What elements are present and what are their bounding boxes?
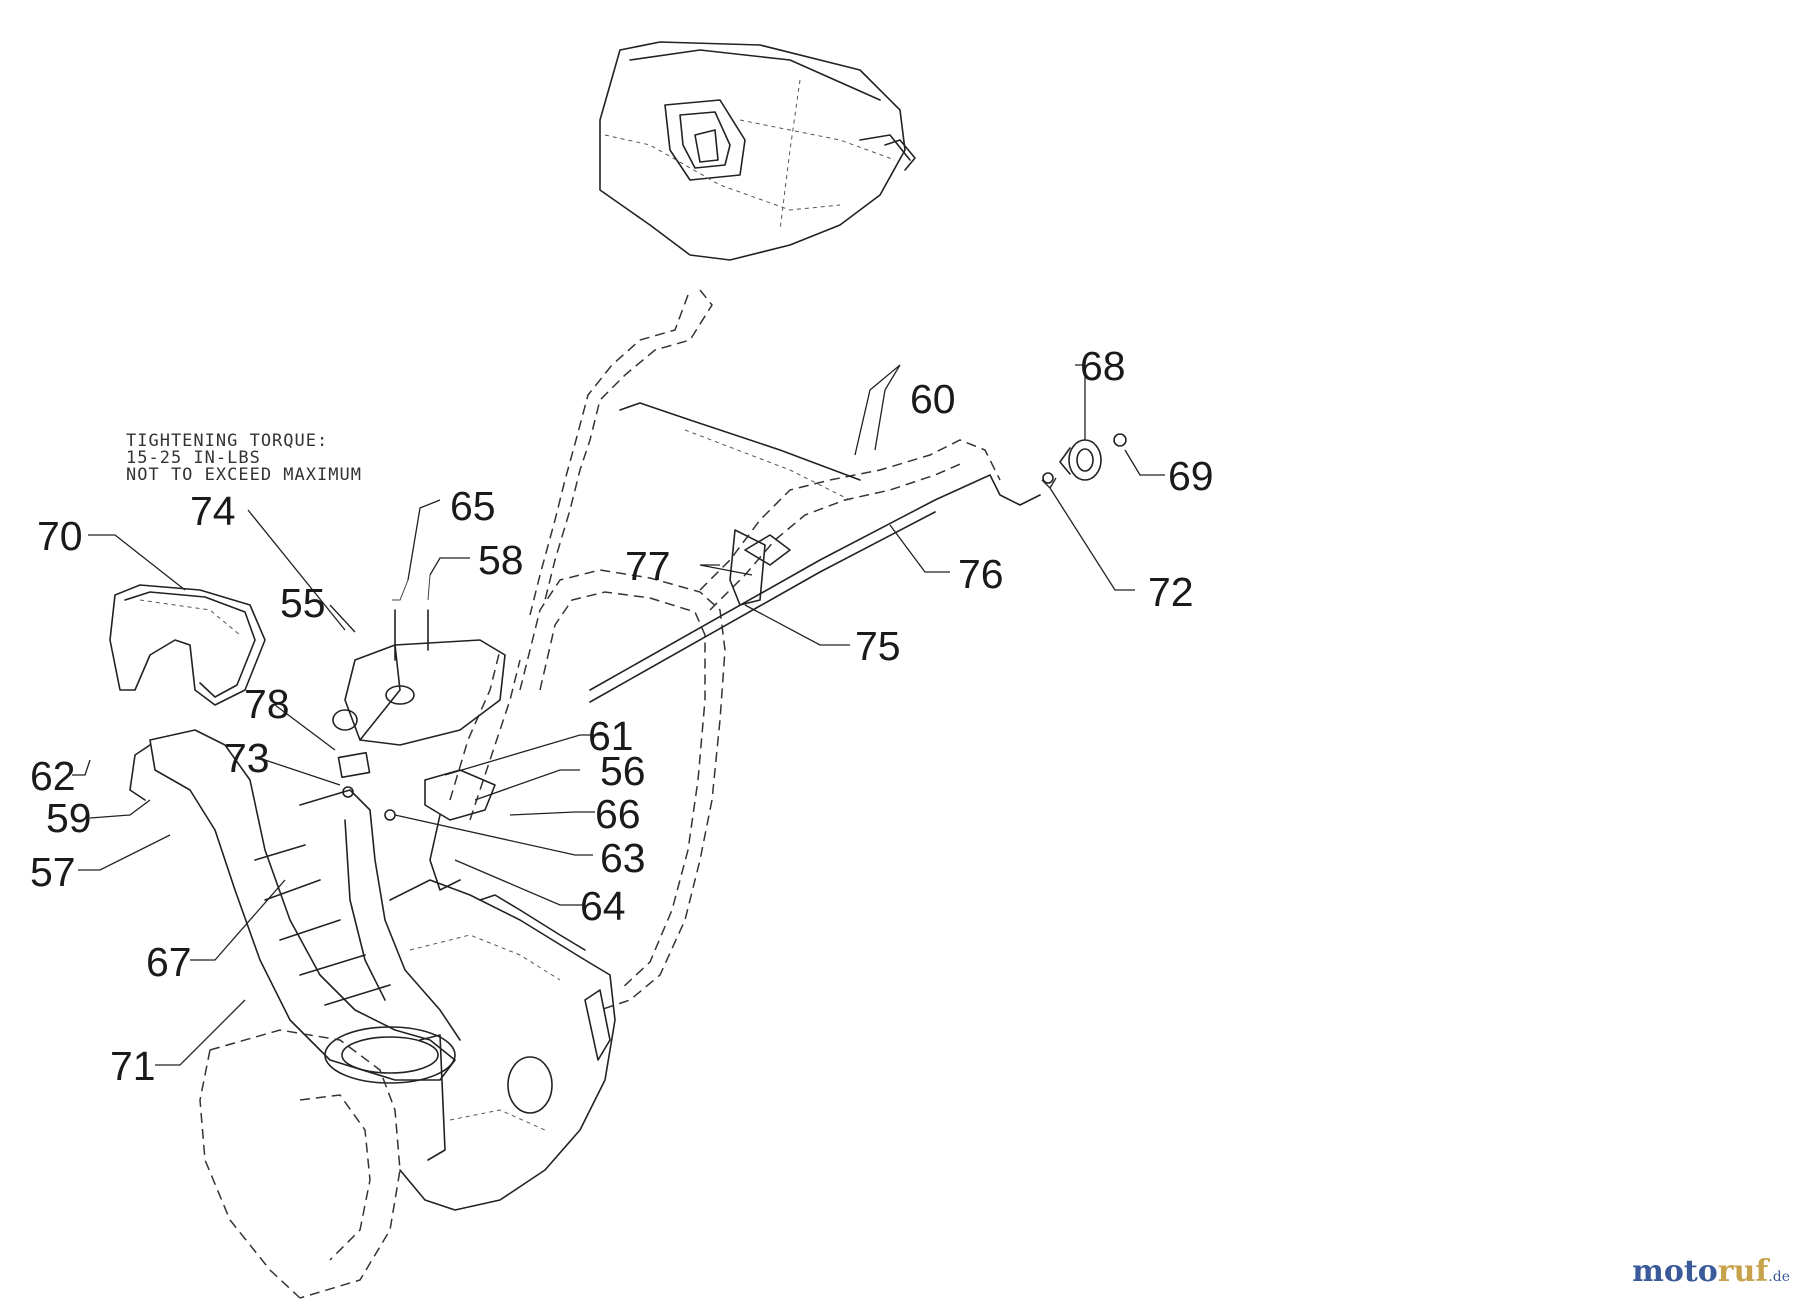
handle-frame [449,289,1001,1011]
watermark-brand-a: moto [1632,1254,1718,1289]
callout-70: 70 [37,513,83,559]
callout-59: 59 [46,795,92,841]
leader-lines [72,364,1165,1066]
engine-cover [599,41,916,261]
callout-71: 71 [110,1043,156,1089]
callout-77: 77 [625,543,671,589]
callout-55: 55 [280,580,326,626]
chute-bracket [337,751,496,891]
callout-76: 76 [958,551,1004,597]
chute-crank-rod [589,402,1041,703]
torque-note-line-3: NOT TO EXCEED MAXIMUM [126,465,362,485]
callout-56: 56 [600,748,646,794]
callout-72: 72 [1148,569,1194,615]
callout-67: 67 [146,939,192,985]
torque-note-line-2: 15-25 IN-LBS [126,448,261,468]
callout-75: 75 [855,623,901,669]
watermark-logo: motoruf.de [1632,1254,1790,1289]
callout-74: 74 [190,488,236,534]
callout-64: 64 [580,883,626,929]
callout-65: 65 [450,483,496,529]
callout-63: 63 [600,835,646,881]
callout-69: 69 [1168,453,1214,499]
watermark-tld: .de [1768,1269,1790,1285]
crank-knob [1042,433,1127,484]
torque-note-line-1: TIGHTENING TORQUE: [126,431,328,451]
callout-78: 78 [244,681,290,727]
callout-73: 73 [224,735,270,781]
callout-66: 66 [595,791,641,837]
watermark-brand-b: ruf [1717,1254,1769,1289]
callout-60: 60 [910,376,956,422]
callout-58: 58 [478,537,524,583]
callout-62: 62 [30,753,76,799]
chute-control-cover [332,574,506,746]
chute-body [129,729,461,1084]
callout-61: 61 [588,713,634,759]
auger-housing [199,879,616,1299]
callout-68: 68 [1080,343,1126,389]
callout-57: 57 [30,849,76,895]
chute-deflector [109,584,266,706]
